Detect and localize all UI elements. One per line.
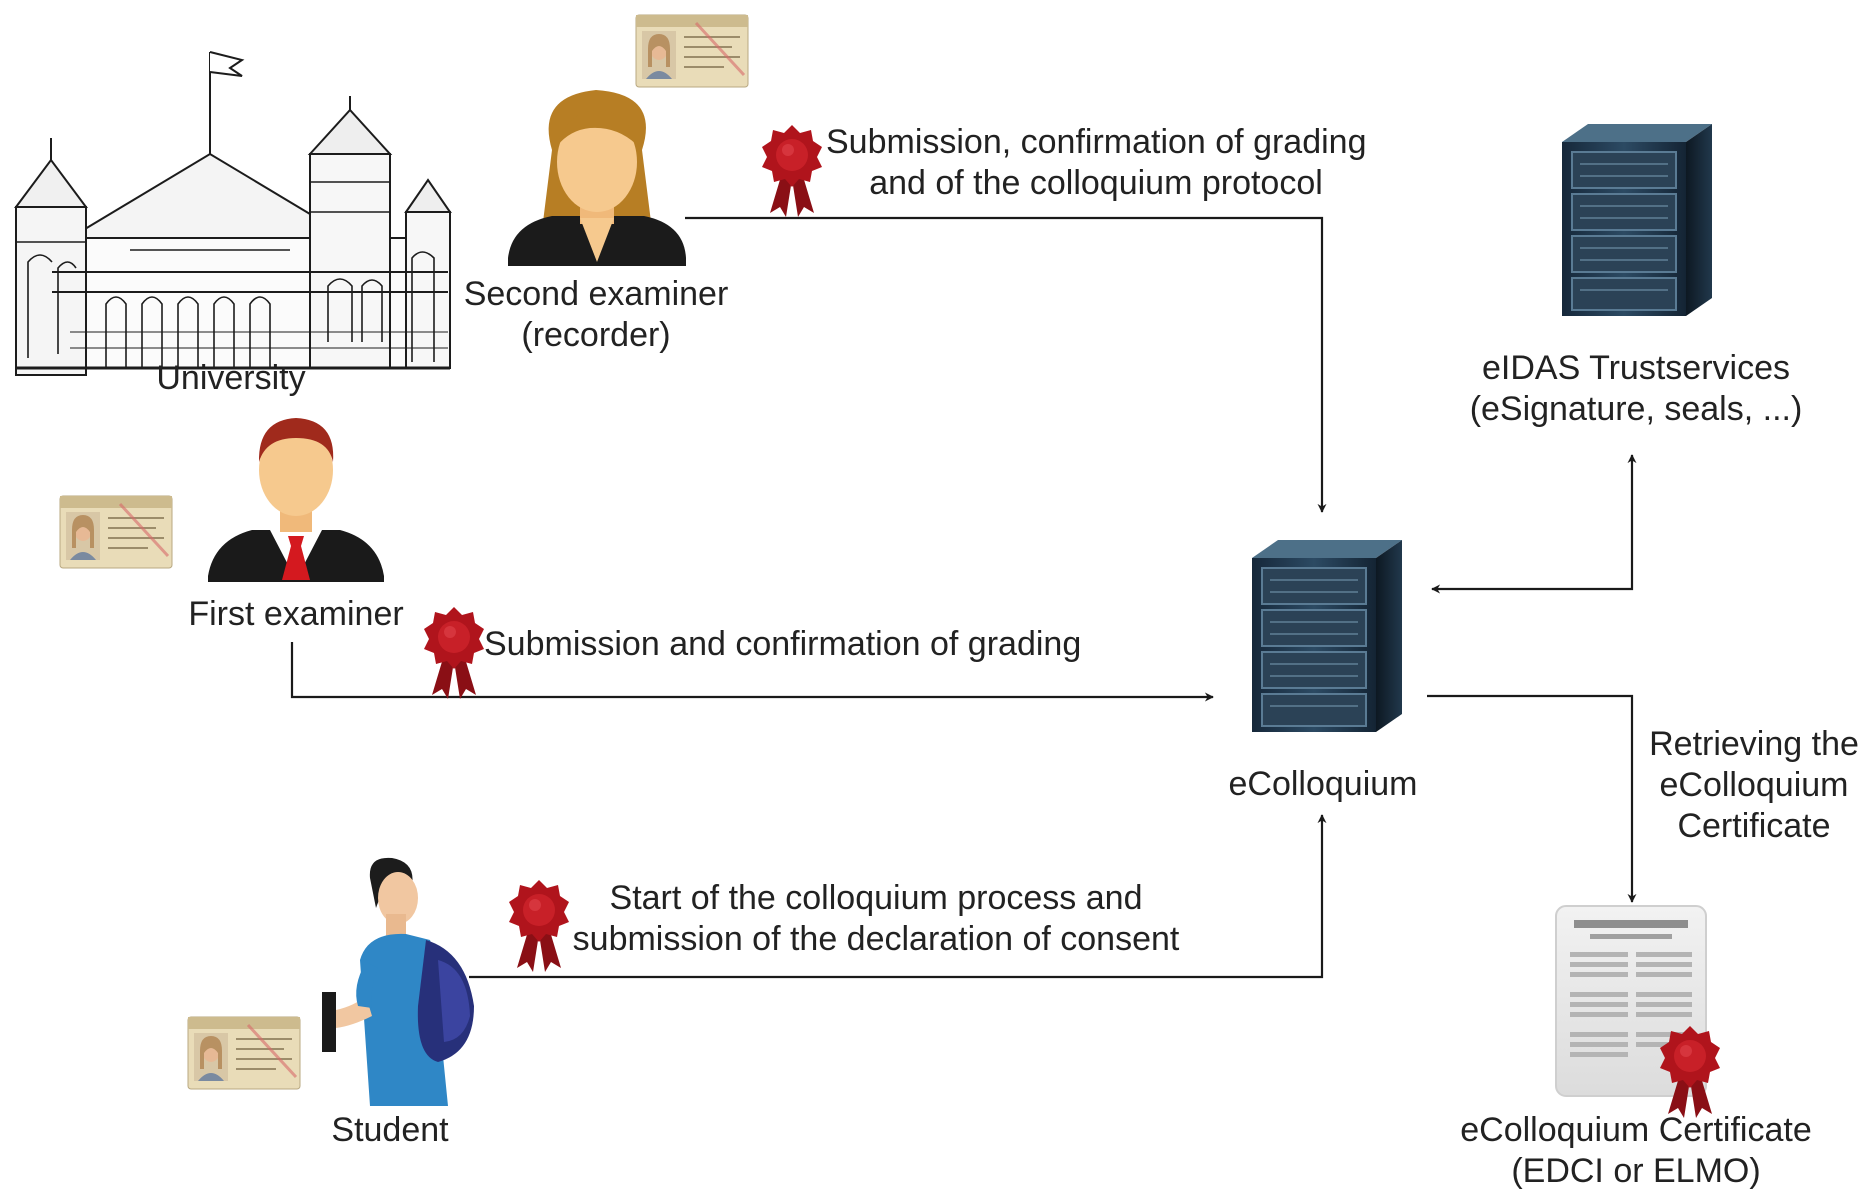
retrieve-certificate-label: Retrieving the eColloquium Certificate	[1644, 724, 1864, 847]
student-icon	[322, 857, 474, 1106]
certificate-label: eColloquium Certificate (EDCI or ELMO)	[1436, 1110, 1836, 1192]
retrieve-label-line: Certificate	[1677, 807, 1831, 845]
id-card-icon	[58, 494, 174, 570]
id-card-icon	[634, 13, 750, 89]
connector-first-examiner-to-ecolloquium	[290, 642, 1214, 702]
ecolloquium-server-icon	[1251, 539, 1403, 733]
connector-second-examiner-to-ecolloquium	[685, 216, 1327, 513]
connector-ecolloquium-eidas	[1431, 454, 1637, 594]
certificate-label-line: eColloquium Certificate	[1460, 1111, 1812, 1149]
university-building-icon	[14, 51, 452, 376]
student-label: Student	[331, 1111, 449, 1149]
flow-label-line: Start of the colloquium process and	[609, 879, 1143, 917]
connector-ecolloquium-to-certificate	[1427, 694, 1637, 903]
flow-label-line: submission of the declaration of consent	[572, 920, 1180, 958]
eidas-label-line: (eSignature, seals, ...)	[1469, 390, 1803, 428]
id-card-icon	[186, 1015, 302, 1091]
flow-label-line: Submission, confirmation of grading	[826, 123, 1367, 161]
ecolloquium-label: eColloquium	[1228, 765, 1418, 803]
second-examiner-label-line: (recorder)	[521, 316, 671, 354]
connector-student-to-ecolloquium	[469, 814, 1327, 979]
first-examiner-flow-label: Submission and confirmation of grading	[484, 625, 1082, 663]
male-person-icon	[208, 418, 384, 582]
second-examiner-flow-label: Submission, confirmation of grading and …	[826, 122, 1367, 204]
seal-icon	[762, 125, 822, 217]
eidas-label-line: eIDAS Trustservices	[1482, 349, 1790, 387]
flow-label-line: and of the colloquium protocol	[869, 164, 1323, 202]
eidas-server-icon	[1561, 123, 1713, 317]
retrieve-label-line: eColloquium	[1659, 766, 1849, 804]
first-examiner-label: First examiner	[188, 595, 404, 633]
university-label: University	[156, 359, 306, 397]
retrieve-label-line: Retrieving the	[1649, 725, 1859, 763]
second-examiner-label-line: Second examiner	[463, 275, 729, 313]
eidas-label: eIDAS Trustservices (eSignature, seals, …	[1436, 348, 1836, 430]
female-person-icon	[508, 90, 686, 266]
second-examiner-label: Second examiner (recorder)	[436, 274, 756, 356]
certificate-label-line: (EDCI or ELMO)	[1511, 1152, 1761, 1190]
seal-icon	[509, 880, 569, 972]
student-flow-label: Start of the colloquium process and subm…	[566, 878, 1186, 960]
seal-icon	[424, 607, 484, 699]
